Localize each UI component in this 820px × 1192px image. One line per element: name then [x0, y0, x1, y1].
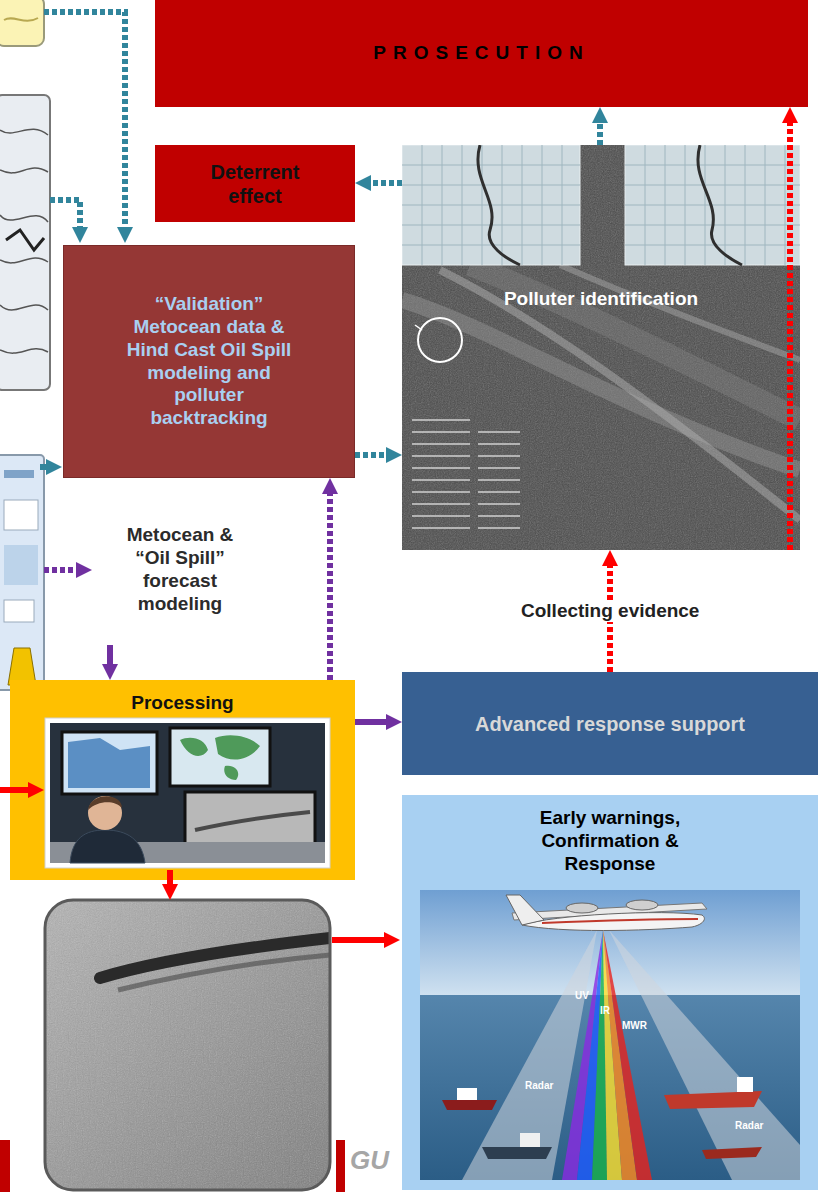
node-title: Metocean & “Oil Spill” forecast modeling	[110, 524, 250, 615]
screen-block	[4, 470, 34, 478]
prosecution-band: PROSECUTION	[155, 0, 808, 107]
ship-hull	[664, 1091, 762, 1109]
sensor-label: IR	[600, 1005, 610, 1016]
processing-panel: Processing	[10, 680, 355, 880]
flow-arrow	[355, 719, 392, 725]
screen-block	[4, 600, 34, 622]
cropped-screenshot	[0, 455, 44, 690]
cropped-map	[0, 95, 50, 390]
flow-arrow	[107, 645, 113, 670]
footer-bar	[0, 1140, 10, 1192]
node-title: PROSECUTION	[373, 42, 589, 65]
radar-noise	[45, 900, 330, 1190]
process-box: Advanced response support	[402, 672, 818, 775]
monitor	[170, 728, 270, 786]
footer-bar	[336, 1140, 345, 1192]
photo-ground	[50, 723, 325, 863]
feed-arrow	[0, 787, 34, 793]
sar-streak	[560, 265, 800, 360]
map-coast	[478, 145, 520, 265]
feed-arrow	[40, 464, 52, 470]
flow-arrow	[787, 117, 793, 550]
world-map	[180, 735, 260, 780]
image-panel: Polluter identification	[402, 145, 800, 550]
screen-block	[4, 500, 38, 530]
process-box: “Validation” Metocean data & Hind Cast O…	[63, 245, 355, 478]
aircraft-stripe	[542, 919, 698, 923]
operator-head	[88, 796, 122, 830]
operator-body	[70, 830, 145, 863]
logo-fragment: GU	[350, 1145, 389, 1176]
data-table-lines	[412, 420, 520, 528]
monitor-map	[68, 738, 150, 788]
target-circle	[418, 318, 462, 362]
radar-picture	[45, 900, 330, 1190]
text-node: Metocean & “Oil Spill” forecast modeling	[95, 495, 265, 645]
map-inset	[625, 145, 800, 265]
map-coast	[698, 145, 742, 265]
flow-arrow	[167, 870, 173, 890]
radar-bevel	[45, 900, 330, 1190]
target-leader	[415, 325, 422, 330]
feed-arrow	[50, 200, 80, 233]
node-title: Early warnings, Confirmation & Response	[510, 807, 710, 875]
ship-deck	[457, 1088, 477, 1100]
aircraft-engine	[626, 900, 658, 910]
map-inset	[402, 145, 580, 265]
edge-label: Collecting evidence	[517, 600, 703, 622]
sensor-label: UV	[575, 990, 589, 1001]
flow-arrow	[355, 452, 392, 458]
monitor	[62, 732, 157, 794]
sensor-label: Radar	[525, 1080, 553, 1091]
node-title: Deterrent effect	[190, 160, 320, 208]
ship-deck	[520, 1133, 540, 1147]
sea	[420, 890, 800, 1180]
sensor-beam	[603, 930, 652, 1180]
feed-arrow	[44, 12, 125, 233]
flow-arrow	[597, 117, 603, 145]
node-title: Polluter identification	[504, 288, 698, 311]
map-grid	[625, 145, 800, 265]
ship-hull	[442, 1100, 497, 1110]
flow-arrow	[327, 488, 333, 680]
sar-noise	[402, 145, 800, 550]
ship-hull	[482, 1147, 552, 1159]
radar-ground	[45, 900, 330, 1190]
ship-deck	[737, 1077, 753, 1092]
photo-frame	[45, 718, 330, 868]
operator-hair	[88, 796, 122, 810]
node-title: Advanced response support	[475, 712, 745, 736]
screen-block	[4, 545, 38, 585]
ship-hull	[702, 1147, 762, 1159]
map-contours	[0, 129, 48, 353]
map-grid	[402, 145, 580, 265]
map-coast	[6, 230, 44, 250]
feed-arrow	[44, 567, 82, 573]
node-title: “Validation” Metocean data & Hind Cast O…	[124, 293, 294, 430]
sensor-label: MWR	[622, 1020, 647, 1031]
sar-streak	[470, 265, 800, 420]
cropped-picture	[0, 0, 44, 46]
aircraft-fuselage	[522, 913, 704, 931]
aircraft-engine	[566, 903, 598, 913]
node-title: Processing	[131, 692, 233, 715]
satellite-picture	[402, 145, 800, 550]
outcome-box: Deterrent effect	[155, 145, 355, 222]
slick-streak	[118, 955, 330, 990]
sar-ground	[402, 145, 800, 550]
picture-detail	[4, 18, 38, 21]
aircraft-tail	[506, 895, 544, 925]
flow-arrow	[332, 937, 390, 943]
sensor-label: Radar	[735, 1120, 763, 1131]
monitor-slick	[195, 812, 310, 830]
flow-arrow	[365, 180, 402, 186]
